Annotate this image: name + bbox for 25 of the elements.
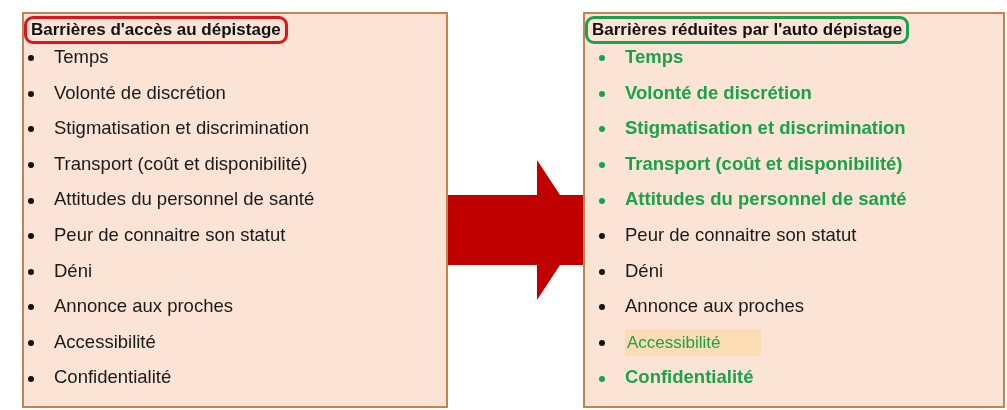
bullet-item: Déni	[599, 258, 664, 283]
bullet-item: Accessibilité	[599, 329, 761, 355]
bullet-item: Temps	[599, 45, 684, 69]
panel-heading: Barrières réduites par l'auto dépistage	[585, 16, 910, 44]
bullet-item: Temps	[28, 45, 109, 69]
panel-heading: Barrières d'accès au dépistage	[24, 16, 288, 44]
bullet-item: Attitudes du personnel de santé	[599, 187, 907, 212]
bullet-item: Transport (coût et disponibilité)	[28, 151, 308, 176]
bullet-item: Stigmatisation et discrimination	[28, 116, 309, 141]
bullet-item: Peur de connaitre son statut	[28, 223, 286, 247]
bullet-item: Transport (coût et disponibilité)	[599, 151, 903, 176]
bullet-item: Annonce aux proches	[28, 294, 233, 319]
list-panel	[583, 12, 1005, 408]
bullet-item: Accessibilité	[28, 329, 156, 354]
block-arrow	[448, 160, 583, 300]
bullet-item: Déni	[28, 258, 93, 283]
bullet-item: Stigmatisation et discrimination	[599, 116, 906, 141]
bullet-item: Volonté de discrétion	[599, 80, 812, 105]
bullet-item: Confidentialité	[28, 365, 172, 390]
list-panel	[22, 12, 448, 408]
bullet-item: Annonce aux proches	[599, 294, 804, 319]
bullet-item: Confidentialité	[599, 365, 754, 390]
bullet-item: Attitudes du personnel de santé	[28, 187, 315, 212]
bullet-item: Volonté de discrétion	[28, 80, 226, 105]
bullet-item: Peur de connaitre son statut	[599, 223, 857, 247]
